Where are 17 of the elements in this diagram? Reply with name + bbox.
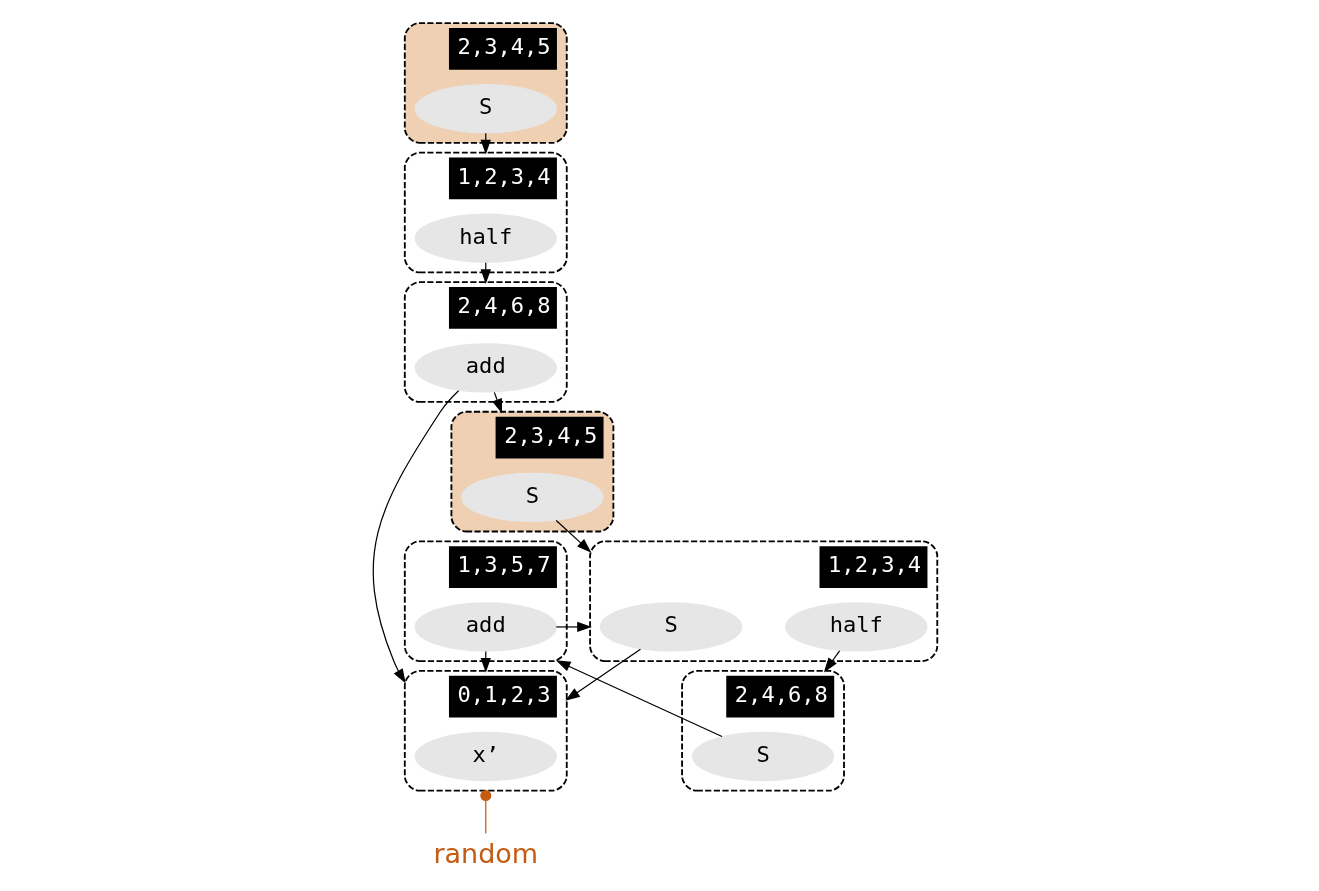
node-text: random [432, 837, 538, 869]
node-ellipse: S [691, 731, 834, 782]
node-ellipse: S [599, 602, 742, 652]
node-ellipse: half [414, 213, 557, 263]
node-ellipse: add [414, 602, 557, 652]
arrow [564, 648, 641, 701]
connector [479, 790, 491, 835]
arrow [823, 650, 840, 673]
node-ellipse: S [414, 84, 557, 134]
arrow [555, 621, 592, 633]
node-ellipse: half [784, 602, 927, 652]
arrow [555, 660, 723, 738]
arrow [491, 391, 502, 414]
node-ellipse: x’ [414, 731, 557, 782]
arrow [555, 519, 591, 553]
node-ellipse: S [460, 472, 604, 523]
node-ellipse: add [414, 343, 557, 393]
